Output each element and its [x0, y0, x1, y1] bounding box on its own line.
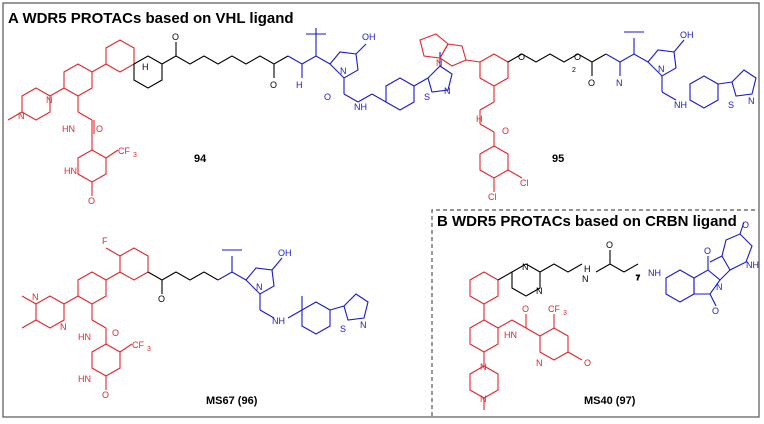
atom: O — [96, 124, 103, 134]
atom: HN — [62, 124, 75, 134]
compound-95-vhl-ligand — [605, 31, 757, 109]
atom: NH — [354, 102, 367, 112]
atom: O — [112, 328, 119, 338]
atom: O — [270, 80, 277, 90]
compound-ms67: F N N HN O CF 3 HN O O OH N NH N S MS67 … — [21, 236, 369, 407]
compound-ms67-linker — [147, 271, 219, 294]
compound-94: N N HN O CF 3 HN O O H O H OH N O NH N S… — [7, 28, 453, 206]
compound-95: N H O Cl Cl O O 2 O N OH N NH N S 95 — [419, 30, 757, 202]
atom: O — [574, 52, 581, 62]
atom: Cl — [488, 192, 497, 202]
panel-a-title: A WDR5 PROTACs based on VHL ligand — [8, 10, 294, 27]
atom: H — [142, 62, 149, 72]
compound-94-vhl-ligand — [287, 28, 453, 111]
atom: O — [588, 78, 595, 88]
atom: S — [424, 92, 430, 102]
atom: N — [716, 282, 723, 292]
atom: NH — [746, 260, 759, 270]
compound-ms40: 7 N N H N O NH O N O O NH HN O CF 3 N O … — [469, 220, 759, 410]
atom: N — [256, 282, 263, 292]
atom: O — [502, 126, 509, 136]
atom: N — [616, 78, 623, 88]
atom: O — [102, 390, 109, 400]
compound-94-wdr5-ligand — [7, 39, 135, 196]
linker-subscript: 7 — [636, 275, 640, 282]
atom: N — [748, 96, 755, 106]
panel-b-title: B WDR5 PROTACs based on CRBN ligand — [437, 213, 737, 230]
compound-label: 94 — [194, 153, 207, 165]
atom: H — [584, 264, 591, 274]
atom: H — [296, 80, 303, 90]
atom: S — [340, 324, 346, 334]
figure-border — [2, 2, 760, 418]
atom: H — [476, 114, 483, 124]
atom: N — [60, 322, 67, 332]
atom: O — [606, 240, 613, 250]
compound-94-linker — [133, 42, 289, 89]
atom: Cl — [520, 178, 529, 188]
atom: N — [536, 286, 543, 296]
atom: HN — [504, 330, 517, 340]
atom: N — [340, 66, 347, 76]
compound-label: 95 — [552, 153, 564, 165]
atom: NH — [272, 316, 285, 326]
atom: NH — [648, 268, 661, 278]
compound-ms67-vhl-ligand — [217, 249, 369, 335]
atom: OH — [278, 248, 292, 258]
compound-ms40-crbn-ligand — [665, 221, 753, 307]
atom: 3 — [563, 310, 567, 317]
atom: N — [480, 394, 487, 404]
compound-label: MS40 (97) — [584, 395, 636, 407]
atom: OH — [362, 32, 376, 42]
compound-ms40-linker: 7 — [497, 250, 641, 297]
atom: CF — [118, 146, 130, 156]
atom: O — [324, 92, 331, 102]
atom: O — [704, 246, 711, 256]
atom: 3 — [147, 346, 151, 353]
atom: S — [728, 100, 734, 110]
atom: HN — [78, 332, 91, 342]
atom: N — [582, 274, 589, 284]
atom: CF — [548, 304, 560, 314]
atom: N — [32, 292, 39, 302]
atom: 3 — [133, 152, 137, 159]
atom: N — [436, 58, 443, 68]
atom: O — [88, 196, 95, 206]
atom: O — [158, 294, 165, 304]
atom: N — [444, 86, 451, 96]
atom: 2 — [572, 67, 576, 74]
atom: N — [480, 362, 487, 372]
compound-95-wdr5-ligand — [419, 33, 523, 192]
compound-ms67-wdr5-ligand — [21, 247, 149, 390]
atom: N — [46, 95, 53, 105]
atom: O — [172, 32, 179, 42]
atom: N — [536, 358, 543, 368]
atom: O — [522, 304, 529, 314]
atom: O — [712, 306, 719, 316]
atom: N — [658, 64, 665, 74]
compound-label: MS67 (96) — [206, 395, 258, 407]
compound-95-linker — [507, 53, 607, 76]
atom: HN — [64, 166, 77, 176]
atom: HN — [78, 374, 91, 384]
atom: O — [584, 358, 591, 368]
atom: N — [18, 111, 25, 121]
compound-ms40-wdr5-ligand — [469, 271, 583, 410]
atom: N — [522, 262, 529, 272]
atom: NH — [674, 100, 687, 110]
atom: F — [102, 236, 108, 246]
panel-b-border — [431, 209, 758, 416]
atom: O — [742, 220, 749, 230]
atom: OH — [680, 30, 694, 40]
atom: CF — [132, 340, 144, 350]
atom: O — [518, 52, 525, 62]
atom: N — [360, 320, 367, 330]
